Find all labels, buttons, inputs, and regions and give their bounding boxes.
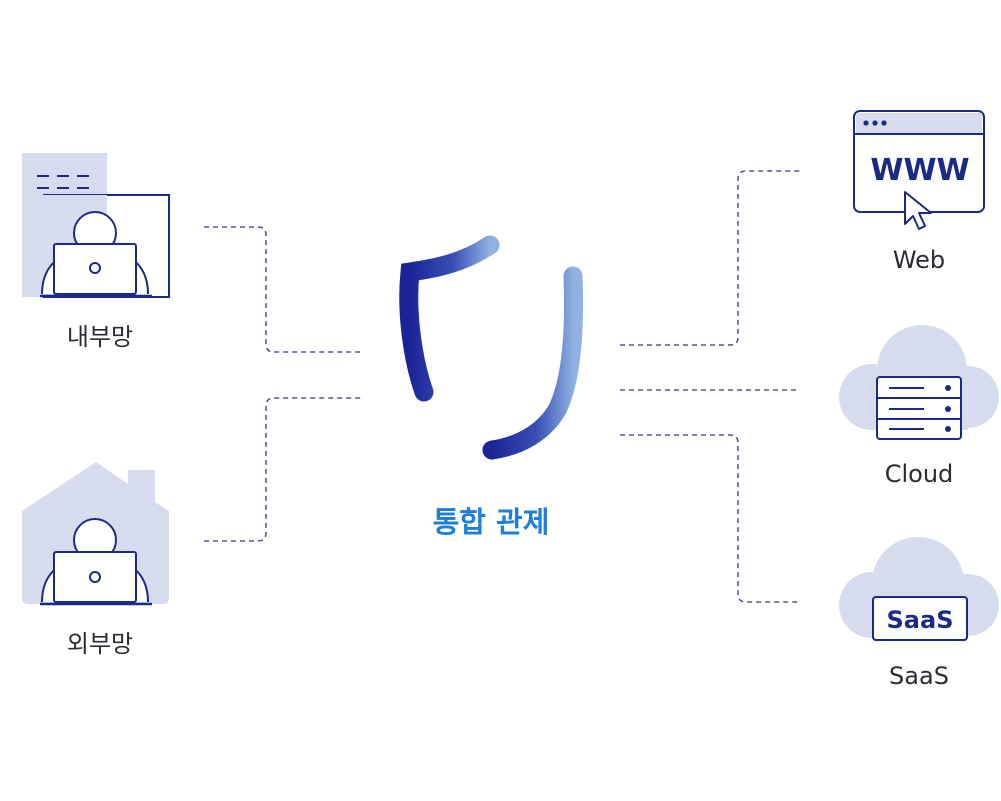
user-with-laptop-icon bbox=[40, 211, 152, 298]
web-browser-icon: WWW bbox=[853, 110, 985, 230]
center-label: 통합 관제 bbox=[432, 505, 550, 539]
external-network-icon bbox=[22, 462, 169, 606]
cloud-server-icon bbox=[839, 325, 999, 440]
connector-external bbox=[204, 397, 364, 542]
web-label: Web bbox=[892, 246, 946, 274]
shield-logo-icon bbox=[399, 235, 584, 460]
saas-icon: SaaS bbox=[839, 537, 999, 641]
connector-web bbox=[620, 170, 800, 346]
cloud-label: Cloud bbox=[884, 460, 954, 488]
internal-network-icon bbox=[22, 153, 170, 298]
www-text: WWW bbox=[870, 153, 969, 188]
connector-saas bbox=[620, 434, 800, 603]
external-network-label: 외부망 bbox=[66, 630, 134, 658]
saas-badge-text: SaaS bbox=[887, 606, 954, 634]
cursor-icon bbox=[904, 191, 932, 230]
user-with-laptop-icon bbox=[40, 518, 152, 606]
connector-internal bbox=[204, 226, 364, 353]
saas-label: SaaS bbox=[889, 662, 949, 690]
server-rack-icon bbox=[876, 376, 962, 440]
internal-network-label: 내부망 bbox=[66, 323, 134, 351]
